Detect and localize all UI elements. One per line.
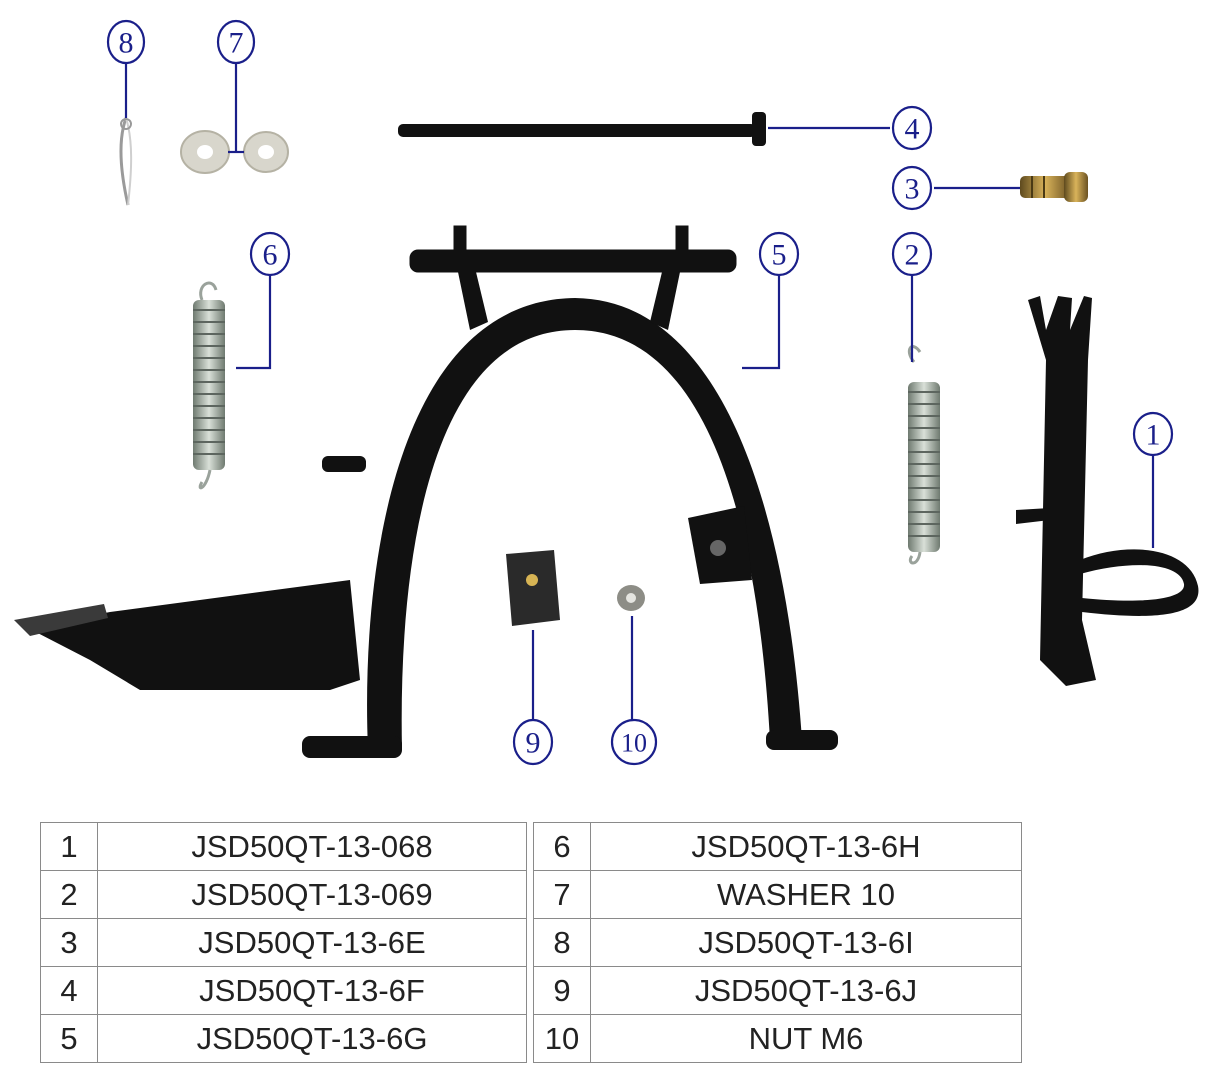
part-number: JSD50QT-13-6E <box>97 918 527 967</box>
callout-5: 5 <box>758 231 800 277</box>
svg-text:6: 6 <box>263 239 278 272</box>
table-row: 2 JSD50QT-13-069 7 WASHER 10 <box>40 870 1022 919</box>
column-gap <box>526 822 534 871</box>
part-number: JSD50QT-13-069 <box>97 870 527 919</box>
table-row: 3 JSD50QT-13-6E 8 JSD50QT-13-6I <box>40 918 1022 967</box>
callout-9: 9 <box>512 718 554 766</box>
part-4-long-bolt <box>398 112 766 146</box>
callout-7: 7 <box>216 19 256 65</box>
item-number: 9 <box>533 966 591 1015</box>
item-number: 1 <box>40 822 98 871</box>
item-number: 10 <box>533 1014 591 1063</box>
part-number: NUT M6 <box>590 1014 1022 1063</box>
part-number: JSD50QT-13-6F <box>97 966 527 1015</box>
column-gap <box>526 1014 534 1063</box>
part-number: JSD50QT-13-6J <box>590 966 1022 1015</box>
svg-text:8: 8 <box>119 27 134 60</box>
svg-text:1: 1 <box>1146 419 1161 452</box>
svg-text:10: 10 <box>621 729 647 758</box>
part-number: JSD50QT-13-6H <box>590 822 1022 871</box>
part-number: JSD50QT-13-068 <box>97 822 527 871</box>
callout-1: 1 <box>1132 411 1174 457</box>
parts-table: 1 JSD50QT-13-068 6 JSD50QT-13-6H 2 JSD50… <box>40 822 1022 1063</box>
svg-text:2: 2 <box>905 239 920 272</box>
part-10-nut <box>617 585 645 611</box>
part-8-split-pin <box>119 117 133 206</box>
column-gap <box>526 918 534 967</box>
table-row: 1 JSD50QT-13-068 6 JSD50QT-13-6H <box>40 822 1022 871</box>
part-1-side-stand <box>1016 296 1199 686</box>
part-6-spring <box>193 281 225 490</box>
item-number: 4 <box>40 966 98 1015</box>
part-number: JSD50QT-13-6G <box>97 1014 527 1063</box>
part-2-spring <box>907 345 940 565</box>
table-row: 5 JSD50QT-13-6G 10 NUT M6 <box>40 1014 1022 1063</box>
item-number: 3 <box>40 918 98 967</box>
callout-3: 3 <box>891 165 933 211</box>
part-9-clip-nut <box>506 550 560 626</box>
item-number: 5 <box>40 1014 98 1063</box>
svg-text:3: 3 <box>905 173 920 206</box>
column-gap <box>526 870 534 919</box>
part-7-washers <box>180 130 289 174</box>
svg-text:4: 4 <box>905 113 920 146</box>
part-3-pivot-bolt <box>1020 172 1088 202</box>
callout-8: 8 <box>106 19 146 65</box>
callout-4: 4 <box>891 105 933 151</box>
part-number: JSD50QT-13-6I <box>590 918 1022 967</box>
item-number: 6 <box>533 822 591 871</box>
svg-text:7: 7 <box>229 27 244 60</box>
table-row: 4 JSD50QT-13-6F 9 JSD50QT-13-6J <box>40 966 1022 1015</box>
callout-10: 10 <box>610 718 658 766</box>
callout-2: 2 <box>891 231 933 277</box>
svg-text:5: 5 <box>772 239 787 272</box>
item-number: 2 <box>40 870 98 919</box>
item-number: 8 <box>533 918 591 967</box>
part-5-main-stand <box>14 225 838 758</box>
item-number: 7 <box>533 870 591 919</box>
callout-6: 6 <box>249 231 291 277</box>
column-gap <box>526 966 534 1015</box>
svg-text:9: 9 <box>526 727 541 760</box>
part-number: WASHER 10 <box>590 870 1022 919</box>
leader-lines <box>124 62 1155 720</box>
exploded-parts-diagram: 8 7 4 3 6 5 2 1 9 10 <box>14 19 1199 766</box>
